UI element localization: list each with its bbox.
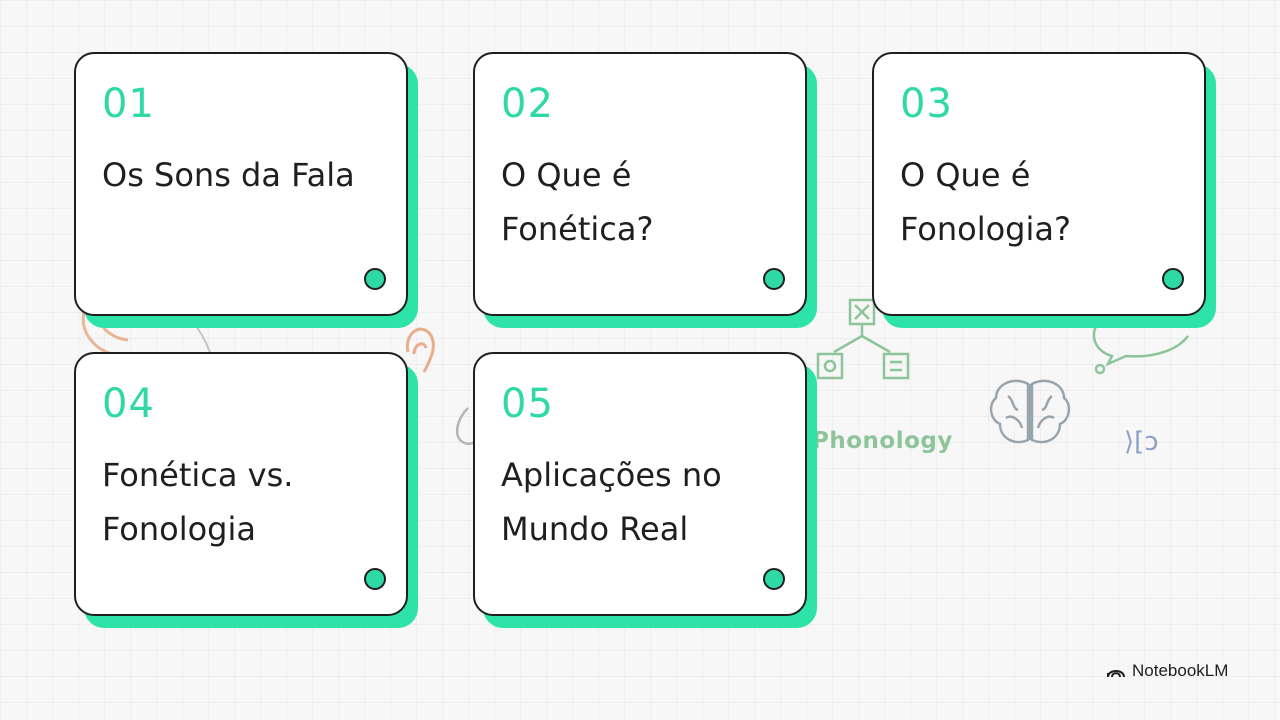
card-title: Fonética vs. Fonologia bbox=[102, 456, 294, 548]
card-05[interactable]: 05 Aplicações no Mundo Real bbox=[473, 352, 817, 628]
card-dot-icon bbox=[763, 268, 785, 290]
card-02[interactable]: 02 O Que é Fonética? bbox=[473, 52, 817, 328]
card-face: 05 Aplicações no Mundo Real bbox=[473, 352, 807, 616]
card-face: 04 Fonética vs. Fonologia bbox=[74, 352, 408, 616]
card-title: Os Sons da Fala bbox=[102, 156, 355, 194]
card-01[interactable]: 01 Os Sons da Fala bbox=[74, 52, 418, 328]
card-face: 01 Os Sons da Fala bbox=[74, 52, 408, 316]
card-dot-icon bbox=[364, 568, 386, 590]
notebooklm-brand: NotebookLM bbox=[1106, 658, 1228, 684]
card-title: O Que é Fonética? bbox=[501, 156, 654, 248]
card-dot-icon bbox=[763, 568, 785, 590]
card-dot-icon bbox=[1162, 268, 1184, 290]
card-04[interactable]: 04 Fonética vs. Fonologia bbox=[74, 352, 418, 628]
brain-icon bbox=[989, 379, 1071, 444]
card-number: 04 bbox=[102, 381, 155, 427]
card-dot-icon bbox=[364, 268, 386, 290]
nose-icon bbox=[456, 407, 478, 445]
card-number: 01 bbox=[102, 81, 155, 127]
card-number: 02 bbox=[501, 81, 554, 127]
card-face: 02 O Que é Fonética? bbox=[473, 52, 807, 316]
bracket-glyph: ⟩[ᴐ bbox=[1124, 427, 1159, 457]
card-title: O Que é Fonologia? bbox=[900, 156, 1071, 248]
card-face: 03 O Que é Fonologia? bbox=[872, 52, 1206, 316]
speech-bubble-icon bbox=[1092, 325, 1189, 375]
card-03[interactable]: 03 O Que é Fonologia? bbox=[872, 52, 1216, 328]
brand-name: NotebookLM bbox=[1132, 661, 1229, 680]
card-number: 05 bbox=[501, 381, 554, 427]
card-number: 03 bbox=[900, 81, 953, 127]
phonology-label: Phonology bbox=[812, 428, 953, 454]
ear-icon bbox=[405, 327, 435, 373]
diagram-tree-icon bbox=[816, 298, 910, 380]
notebooklm-logo-icon bbox=[1107, 670, 1125, 678]
card-title: Aplicações no Mundo Real bbox=[501, 456, 722, 548]
